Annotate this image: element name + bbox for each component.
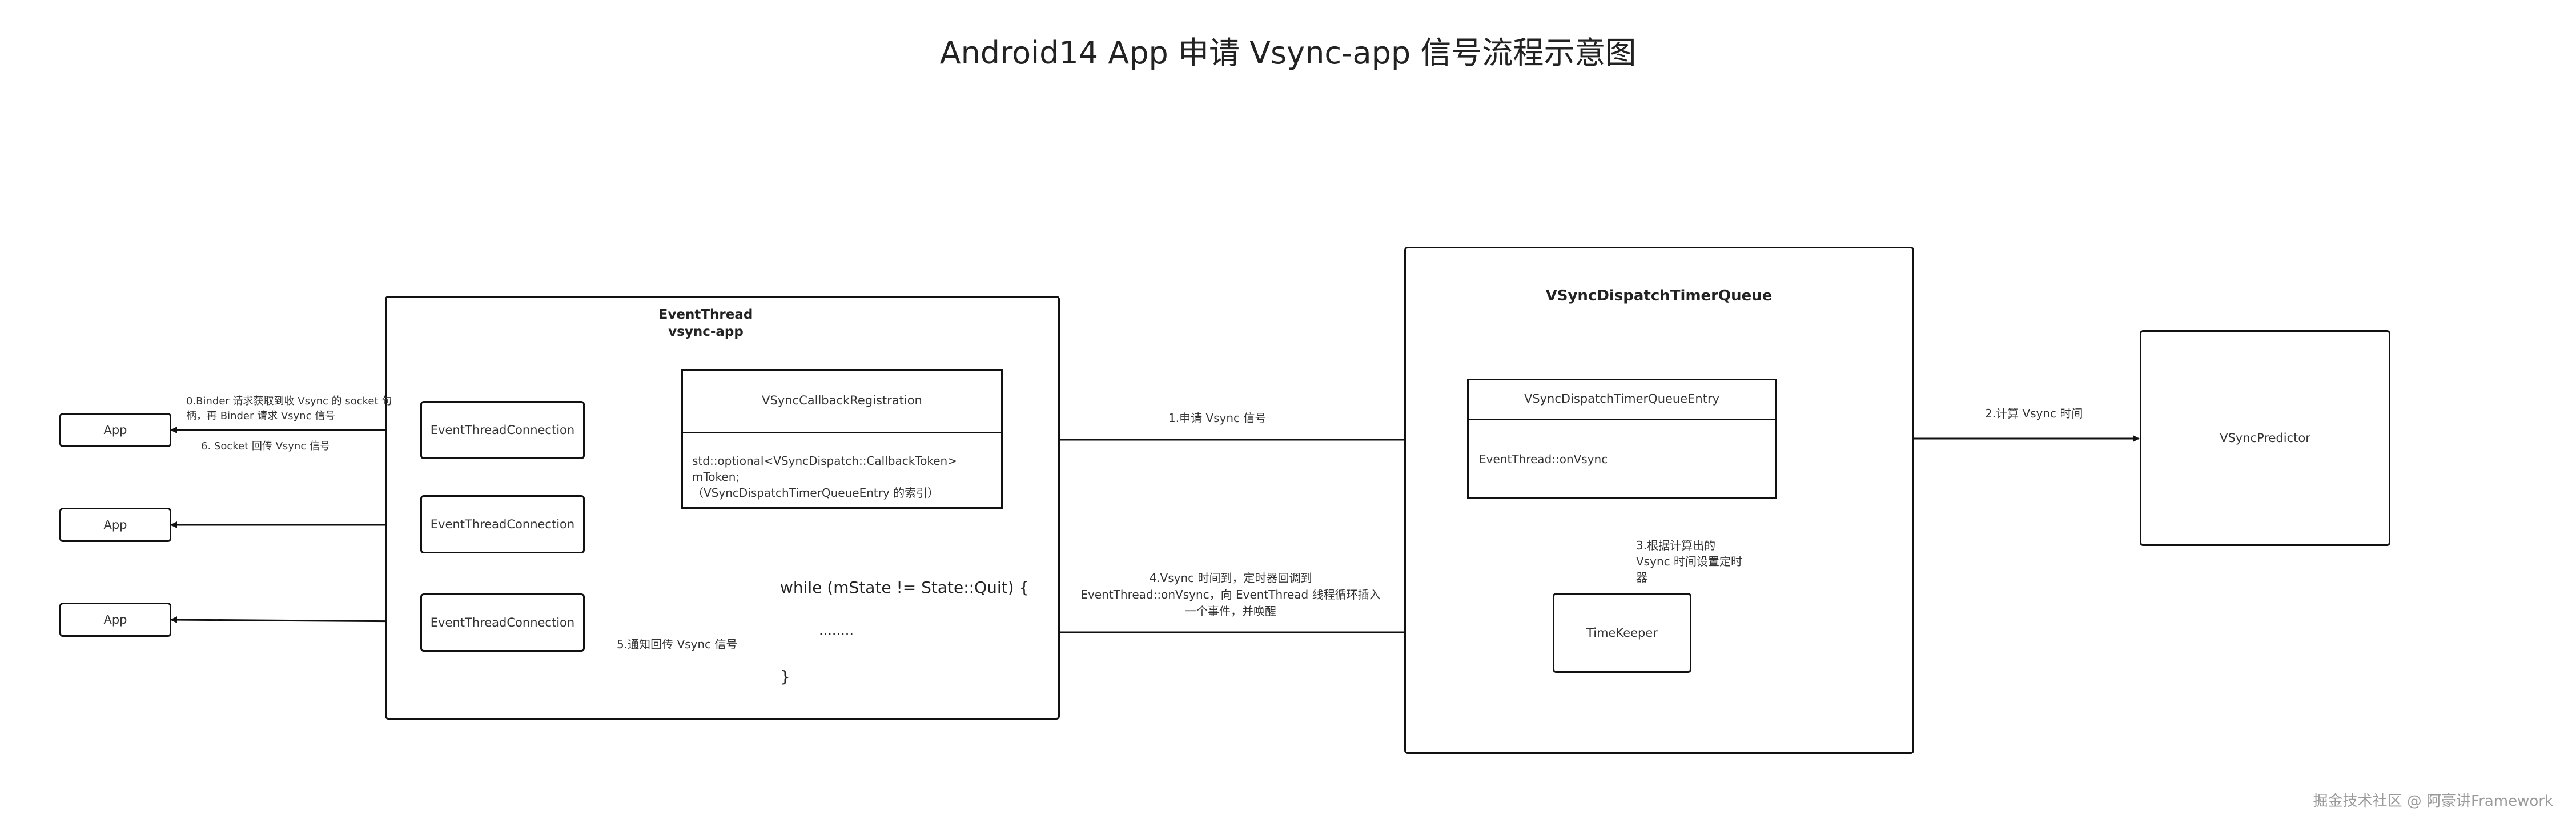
label-step0: 0.Binder 请求获取到收 Vsync 的 socket 句 柄，再 Bin… [186, 395, 392, 422]
app-box-3: App [59, 603, 171, 637]
loop-line-3: } [780, 667, 790, 686]
app-box-2: App [59, 508, 171, 542]
event-thread-connection-2: EventThreadConnection [420, 495, 585, 553]
vsync-callback-registration [681, 369, 1003, 509]
watermark: 掘金技术社区 @ 阿豪讲Framework [2313, 793, 2553, 810]
timekeeper-box: TimeKeeper [1553, 593, 1691, 673]
vsync-dispatch-timer-queue-container [1404, 247, 1914, 754]
arrow-app3-connection3 [170, 616, 420, 625]
vsync-dispatch-timer-queue-entry [1467, 379, 1777, 499]
label-step1: 1.申请 Vsync 信号 [1168, 411, 1267, 425]
loop-line-1: while (mState != State::Quit) { [780, 578, 1030, 597]
vsync-dispatch-timer-queue-entry-body: EventThread::onVsync [1479, 452, 1608, 466]
label-step3: 3.根据计算出的 Vsync 时间设置定时 器 [1636, 539, 1742, 584]
vsync-predictor-box: VSyncPredictor [2140, 330, 2390, 546]
vsync-callback-registration-body: std::optional<VSyncDispatch::CallbackTok… [692, 454, 957, 500]
event-thread-connection-1: EventThreadConnection [420, 401, 585, 459]
vsync-callback-registration-header: VSyncCallbackRegistration [762, 394, 922, 407]
vsync-dispatch-timer-queue-entry-header: VSyncDispatchTimerQueueEntry [1524, 392, 1720, 406]
diagram-title: Android14 App 申请 Vsync-app 信号流程示意图 [939, 35, 1637, 71]
vsync-dispatch-timer-queue-entry-divider [1467, 419, 1777, 420]
loop-line-2: ........ [819, 623, 854, 639]
label-step5: 5.通知回传 Vsync 信号 [617, 637, 738, 651]
app-box-1: App [59, 413, 171, 447]
vsync-dispatch-timer-queue-title: VSyncDispatchTimerQueue [1545, 287, 1773, 304]
event-thread-connection-3: EventThreadConnection [420, 593, 585, 652]
event-thread-title: EventThread vsync-app [658, 307, 753, 339]
label-step2: 2.计算 Vsync 时间 [1985, 407, 2083, 420]
vsync-callback-registration-divider [681, 432, 1003, 433]
label-step6: 6. Socket 回传 Vsync 信号 [201, 440, 330, 452]
label-step4: 4.Vsync 时间到，定时器回调到 EventThread::onVsync，… [1080, 571, 1381, 618]
